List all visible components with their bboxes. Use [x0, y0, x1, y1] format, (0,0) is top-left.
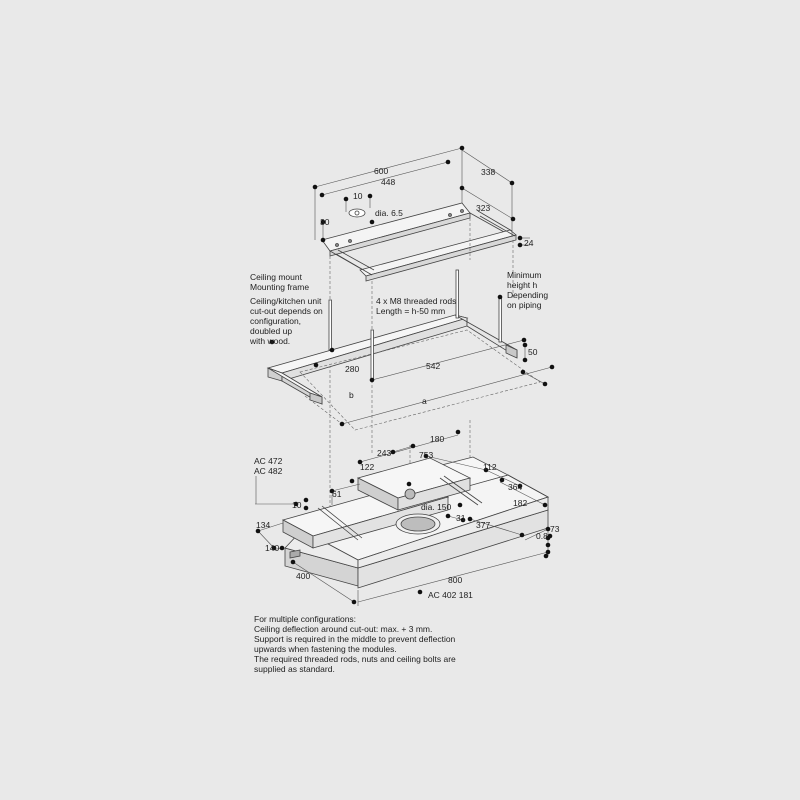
- label-model-ac402181: AC 402 181: [428, 590, 473, 600]
- dim-122: 122: [360, 462, 375, 472]
- dim-377: 377: [476, 520, 491, 530]
- dim-30: 30: [320, 217, 330, 227]
- note-line: supplied as standard.: [254, 664, 335, 674]
- note-line: Support is required in the middle to pre…: [254, 634, 456, 644]
- mounting-frame: [321, 202, 517, 282]
- dim-50: 50: [528, 347, 538, 357]
- label-cutout-2: cut-out depends on: [250, 306, 323, 316]
- label-mounting-frame: Mounting frame: [250, 282, 310, 292]
- installation-notes: For multiple configurations: Ceiling def…: [254, 614, 514, 674]
- dim-dia-6-5: dia. 6.5: [375, 208, 403, 218]
- note-line: upwards when fastening the modules.: [254, 644, 397, 654]
- dim-24: 24: [524, 238, 534, 248]
- dim-280: 280: [345, 364, 360, 374]
- dim-134: 134: [256, 520, 271, 530]
- dim-10-top: 10: [353, 191, 363, 201]
- dim-243: 243: [377, 448, 392, 458]
- dim-400: 400: [296, 571, 311, 581]
- dim-dia-150: dia. 150: [421, 502, 452, 512]
- dim-140: 140: [265, 543, 280, 553]
- label-min-height-3: Depending: [507, 290, 549, 300]
- label-ceiling-mount: Ceiling mount: [250, 272, 302, 282]
- dim-600: 600: [374, 166, 389, 176]
- dim-73: 73: [550, 524, 560, 534]
- dim-112: 112: [483, 462, 497, 472]
- label-min-height-1: Minimum: [507, 270, 542, 280]
- dim-b: b: [349, 390, 354, 400]
- note-line: Ceiling deflection around cut-out: max. …: [254, 624, 433, 634]
- label-min-height-4: on piping: [507, 300, 542, 310]
- dim-180: 180: [430, 434, 445, 444]
- label-cutout-3: configuration,: [250, 316, 302, 326]
- label-rods-1: 4 x M8 threaded rods: [376, 296, 457, 306]
- dim-542: 542: [426, 361, 441, 371]
- dim-31: 31: [456, 513, 466, 523]
- dim-61: 61: [332, 489, 342, 499]
- dim-10-unit: 10: [292, 500, 302, 510]
- dim-364: 364: [508, 482, 523, 492]
- cutout-frame: [266, 314, 518, 405]
- label-cutout-5: with wood.: [250, 336, 291, 346]
- dim-800: 800: [448, 575, 463, 585]
- label-model-ac472: AC 472: [254, 456, 283, 466]
- label-cutout-4: doubled up: [250, 326, 293, 336]
- dim-a: a: [422, 396, 427, 406]
- dim-448: 448: [381, 177, 396, 187]
- dim-0-8: 0.8: [536, 531, 548, 541]
- label-rods-2: Length = h-50 mm: [376, 306, 446, 316]
- label-model-ac482: AC 482: [254, 466, 283, 476]
- threaded-rods: [328, 269, 502, 381]
- hood-unit: [281, 456, 549, 589]
- dim-182: 182: [513, 498, 528, 508]
- label-min-height-2: height h: [507, 280, 538, 290]
- dim-323: 323: [476, 203, 491, 213]
- dim-338: 338: [481, 167, 496, 177]
- note-line: The required threaded rods, nuts and cei…: [254, 654, 456, 664]
- dimension-dots: [255, 145, 555, 605]
- label-cutout-1: Ceiling/kitchen unit: [250, 296, 322, 306]
- note-line: For multiple configurations:: [254, 614, 357, 624]
- dim-753: 753: [419, 450, 434, 460]
